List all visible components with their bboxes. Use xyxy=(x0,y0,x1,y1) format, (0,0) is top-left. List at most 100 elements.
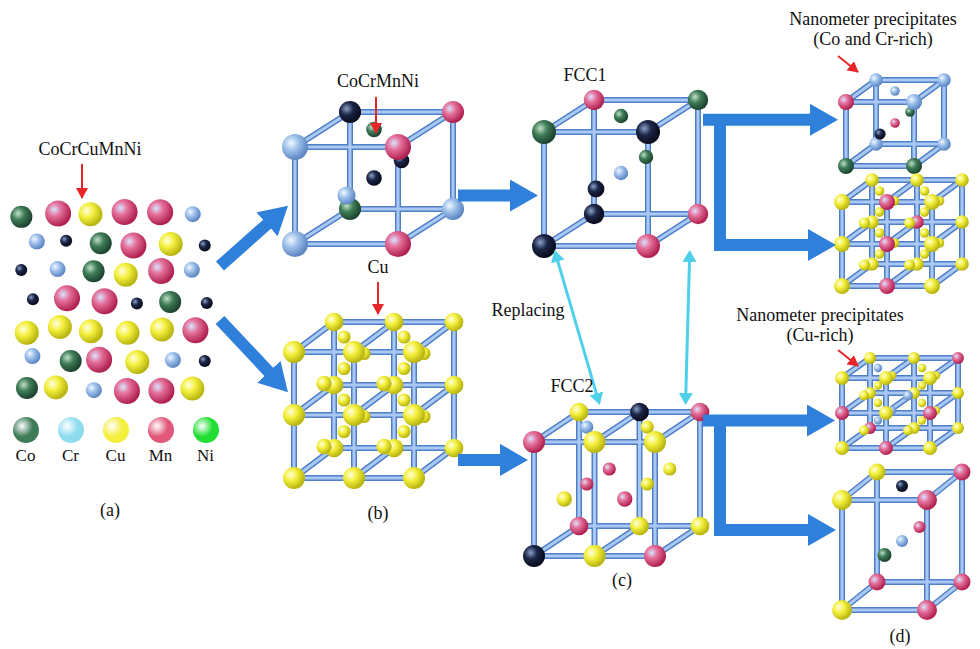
edge-label: Replacing xyxy=(489,300,568,321)
lattice-bond xyxy=(654,442,657,556)
atom xyxy=(337,330,350,343)
atom xyxy=(283,341,305,363)
atom xyxy=(44,375,68,399)
atom xyxy=(874,399,882,407)
atom xyxy=(147,199,173,225)
structure-node: Nanometer precipitates (Cu-rich) xyxy=(835,352,963,452)
atom xyxy=(923,441,937,455)
lattice-bond xyxy=(870,357,914,360)
structure-label: Nanometer precipitates (Co and Cr-rich) xyxy=(778,9,968,50)
lattice-bond xyxy=(292,147,298,244)
fork-branches xyxy=(720,120,812,530)
atom xyxy=(24,348,40,364)
atom xyxy=(875,228,885,238)
atom xyxy=(282,134,308,160)
atom xyxy=(580,477,593,490)
atom xyxy=(955,173,969,187)
atom xyxy=(955,215,969,229)
atom xyxy=(376,376,391,391)
lattice-bond xyxy=(842,609,927,612)
pointer-arrow xyxy=(838,350,858,366)
lattice-bond xyxy=(943,80,946,144)
atom xyxy=(445,376,464,395)
atom xyxy=(570,403,589,422)
lattice-bond xyxy=(876,472,879,582)
atom xyxy=(614,166,628,180)
atom xyxy=(859,391,869,401)
atom xyxy=(282,231,308,257)
lattice-bond xyxy=(592,442,598,556)
atom xyxy=(557,491,572,506)
atom xyxy=(906,158,922,174)
atom xyxy=(116,321,140,345)
panel-label: (c) xyxy=(612,570,632,591)
process-arrow xyxy=(220,320,272,375)
lattice-bond xyxy=(846,165,914,168)
atom xyxy=(617,491,632,506)
lattice-bond xyxy=(393,385,396,448)
atom xyxy=(584,90,604,110)
lattice-bond xyxy=(842,607,927,613)
atom xyxy=(636,234,660,258)
atom xyxy=(120,232,146,258)
atom xyxy=(201,297,213,309)
lattice-bond xyxy=(845,102,848,166)
atom xyxy=(397,425,410,438)
atom xyxy=(445,313,464,332)
atom xyxy=(688,204,708,224)
lattice-bond xyxy=(842,497,927,503)
atom xyxy=(10,206,32,228)
pointer-arrow xyxy=(377,282,379,314)
atom xyxy=(924,278,940,294)
legend-text: Ni xyxy=(183,446,228,466)
atom xyxy=(835,371,849,385)
node-heading: FCC1 xyxy=(535,65,635,86)
lattice-bond xyxy=(961,472,964,582)
atom xyxy=(835,441,849,455)
structure-label: Cu xyxy=(293,257,463,278)
lattice-bond xyxy=(594,99,698,102)
legend: CoCrCuMnNi xyxy=(3,417,228,466)
atom xyxy=(343,404,365,426)
lattice-bond xyxy=(350,109,453,115)
atom xyxy=(636,120,660,144)
atom xyxy=(584,545,606,567)
atom xyxy=(316,376,331,391)
lattice-bond xyxy=(295,146,398,149)
fcc-lattice xyxy=(532,90,708,258)
fcc-lattice xyxy=(832,464,971,621)
atom xyxy=(83,260,105,282)
structure-label: CoCrMnNi xyxy=(293,71,463,92)
lattice-bond xyxy=(578,412,581,526)
atom xyxy=(48,315,72,339)
atom xyxy=(688,90,708,110)
lattice-bond xyxy=(333,385,336,448)
fcc-lattice xyxy=(834,173,969,294)
atom xyxy=(78,202,102,226)
atom xyxy=(523,545,545,567)
lattice-bond xyxy=(647,132,650,246)
lattice-bond xyxy=(695,100,701,214)
atom xyxy=(874,364,882,372)
atom xyxy=(532,120,556,144)
atom xyxy=(150,318,174,342)
atom xyxy=(834,278,850,294)
node-heading: CoCrCuMnNi xyxy=(15,139,165,160)
atom xyxy=(397,362,410,375)
atom xyxy=(366,170,382,186)
atom xyxy=(182,317,208,343)
atom xyxy=(325,313,344,332)
lattice-bond xyxy=(350,111,453,114)
atom xyxy=(159,291,181,313)
lattice-bond xyxy=(393,322,396,385)
atom xyxy=(918,364,926,372)
atom xyxy=(614,109,628,123)
lattice-bond xyxy=(452,112,455,209)
lattice-bond xyxy=(295,144,398,150)
atom xyxy=(60,235,72,247)
lattice-bond xyxy=(841,500,844,610)
replacing-arrow xyxy=(686,260,690,395)
atom xyxy=(114,263,138,287)
atom xyxy=(879,441,893,455)
